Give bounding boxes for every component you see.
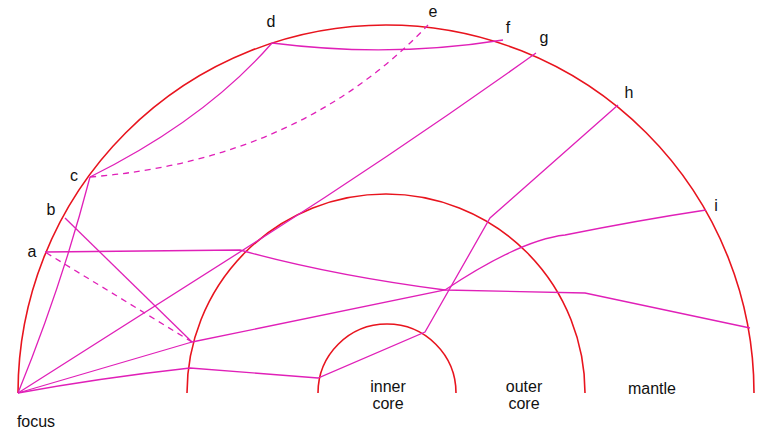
region-label: outer core xyxy=(499,379,549,413)
ray-path xyxy=(18,177,90,393)
ray-path xyxy=(90,43,272,177)
region-label: mantle xyxy=(628,381,676,398)
ray-path xyxy=(18,105,618,393)
station-label: f xyxy=(506,20,510,37)
station-label: h xyxy=(625,85,634,102)
ray-path xyxy=(45,250,750,328)
ray-path-dashed xyxy=(45,252,192,342)
ray-path xyxy=(272,40,503,50)
focus-label: focus xyxy=(17,414,55,431)
outer-core-boundary xyxy=(187,194,585,393)
region-label: inner core xyxy=(365,379,411,413)
station-label: b xyxy=(47,202,56,219)
ray-path xyxy=(18,53,536,393)
station-label: c xyxy=(70,168,78,185)
station-label: e xyxy=(429,4,438,21)
ray-path xyxy=(18,342,192,393)
ray-path xyxy=(65,218,192,342)
ray-path-dashed xyxy=(90,25,428,177)
station-label: a xyxy=(28,244,37,261)
earth-surface xyxy=(18,25,754,393)
station-label: i xyxy=(714,198,718,215)
station-label: d xyxy=(267,14,276,31)
ray-path xyxy=(192,210,706,342)
station-label: g xyxy=(540,30,549,47)
